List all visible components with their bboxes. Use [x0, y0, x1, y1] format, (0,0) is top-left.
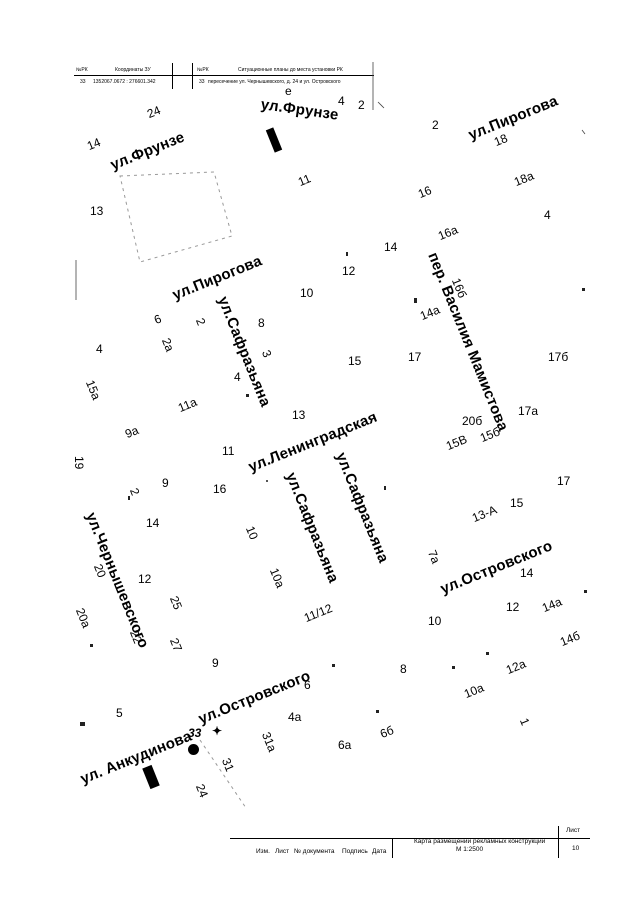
stamp-col-date: Дата: [372, 848, 387, 855]
house-number: 11: [222, 444, 235, 458]
stamp-col-doc: № документа: [294, 848, 335, 855]
header-col3: №РК: [197, 67, 209, 73]
header-row-num2: 33: [199, 79, 205, 85]
survey-tick: [384, 486, 386, 490]
house-number: 6: [304, 678, 311, 692]
house-number: 14: [384, 240, 398, 254]
house-number: 10: [428, 614, 442, 628]
house-number: 4: [96, 342, 103, 356]
house-number: 4: [234, 370, 241, 384]
house-number: 17: [408, 350, 422, 364]
survey-tick: [452, 666, 455, 669]
stamp-col-izm: Изм.: [256, 848, 270, 855]
stamp-rule-top: [230, 838, 590, 839]
house-number: 8: [400, 662, 407, 676]
house-number: 20б: [462, 414, 483, 428]
survey-tick: [584, 590, 587, 593]
house-number: 12: [138, 572, 152, 586]
stamp-sheet-label: Лист: [566, 827, 581, 834]
survey-tick: [128, 496, 130, 500]
header-row-address: пересечение ул. Чернышевского, д. 24 и у…: [208, 79, 341, 85]
house-number: 2: [432, 118, 439, 132]
survey-tick: [246, 394, 249, 397]
house-number: 6а: [338, 738, 352, 752]
house-number: 4: [544, 208, 551, 222]
header-row-num: 33: [80, 79, 86, 85]
house-number: 5: [116, 706, 123, 720]
header-col1: №РК: [76, 67, 88, 73]
stamp-scale: М 1:2500: [456, 846, 484, 853]
house-number: 9: [162, 476, 169, 490]
header-col4: Ситуационные планы до места установки РК: [238, 67, 343, 73]
header-divider-2: [192, 63, 193, 89]
stamp-divider: [392, 838, 393, 858]
house-number: 17: [557, 474, 571, 488]
survey-tick: [80, 722, 85, 726]
survey-tick: [414, 298, 417, 303]
survey-tick: [266, 480, 268, 482]
house-number: 16: [213, 482, 227, 496]
survey-tick: [582, 288, 585, 291]
house-number: 12: [506, 600, 520, 614]
marker-number: 33: [188, 726, 202, 740]
stamp-col-list: Лист: [275, 848, 290, 855]
header-divider-1: [172, 63, 173, 89]
stamp-divider-right: [558, 826, 559, 858]
survey-tick: [486, 652, 489, 655]
house-number: 10: [300, 286, 314, 300]
house-number: 14: [520, 566, 534, 580]
ad-location-pointer-icon: ✦: [212, 724, 223, 738]
header-col2: Координаты ЗУ: [115, 67, 151, 73]
stamp-title: Карта размещений рекламных конструкций: [414, 838, 546, 845]
stamp-sheet-number: 10: [572, 845, 580, 852]
house-number: e: [285, 84, 292, 98]
house-number: 13: [90, 204, 104, 218]
house-number: 14: [146, 516, 160, 530]
house-number: 4: [338, 94, 345, 108]
survey-tick: [346, 252, 348, 256]
house-number: 15: [510, 496, 524, 510]
header-rule: [74, 75, 374, 76]
house-number: 9: [212, 656, 219, 670]
ad-location-dot: [188, 744, 199, 755]
stamp-col-sign: Подпись: [342, 848, 368, 855]
house-number: 17б: [548, 350, 569, 364]
house-number: 13: [292, 408, 306, 422]
house-number: 12: [342, 264, 356, 278]
survey-tick: [332, 664, 335, 667]
house-number: 4а: [288, 710, 302, 724]
house-number: 8: [258, 316, 265, 330]
survey-tick: [90, 644, 93, 647]
header-row-coords: 1352067.0672 : 276601.342: [93, 79, 156, 85]
house-number: 2: [358, 98, 365, 112]
house-number: 15: [348, 354, 362, 368]
survey-tick: [376, 710, 379, 713]
house-number: 17а: [518, 404, 539, 418]
